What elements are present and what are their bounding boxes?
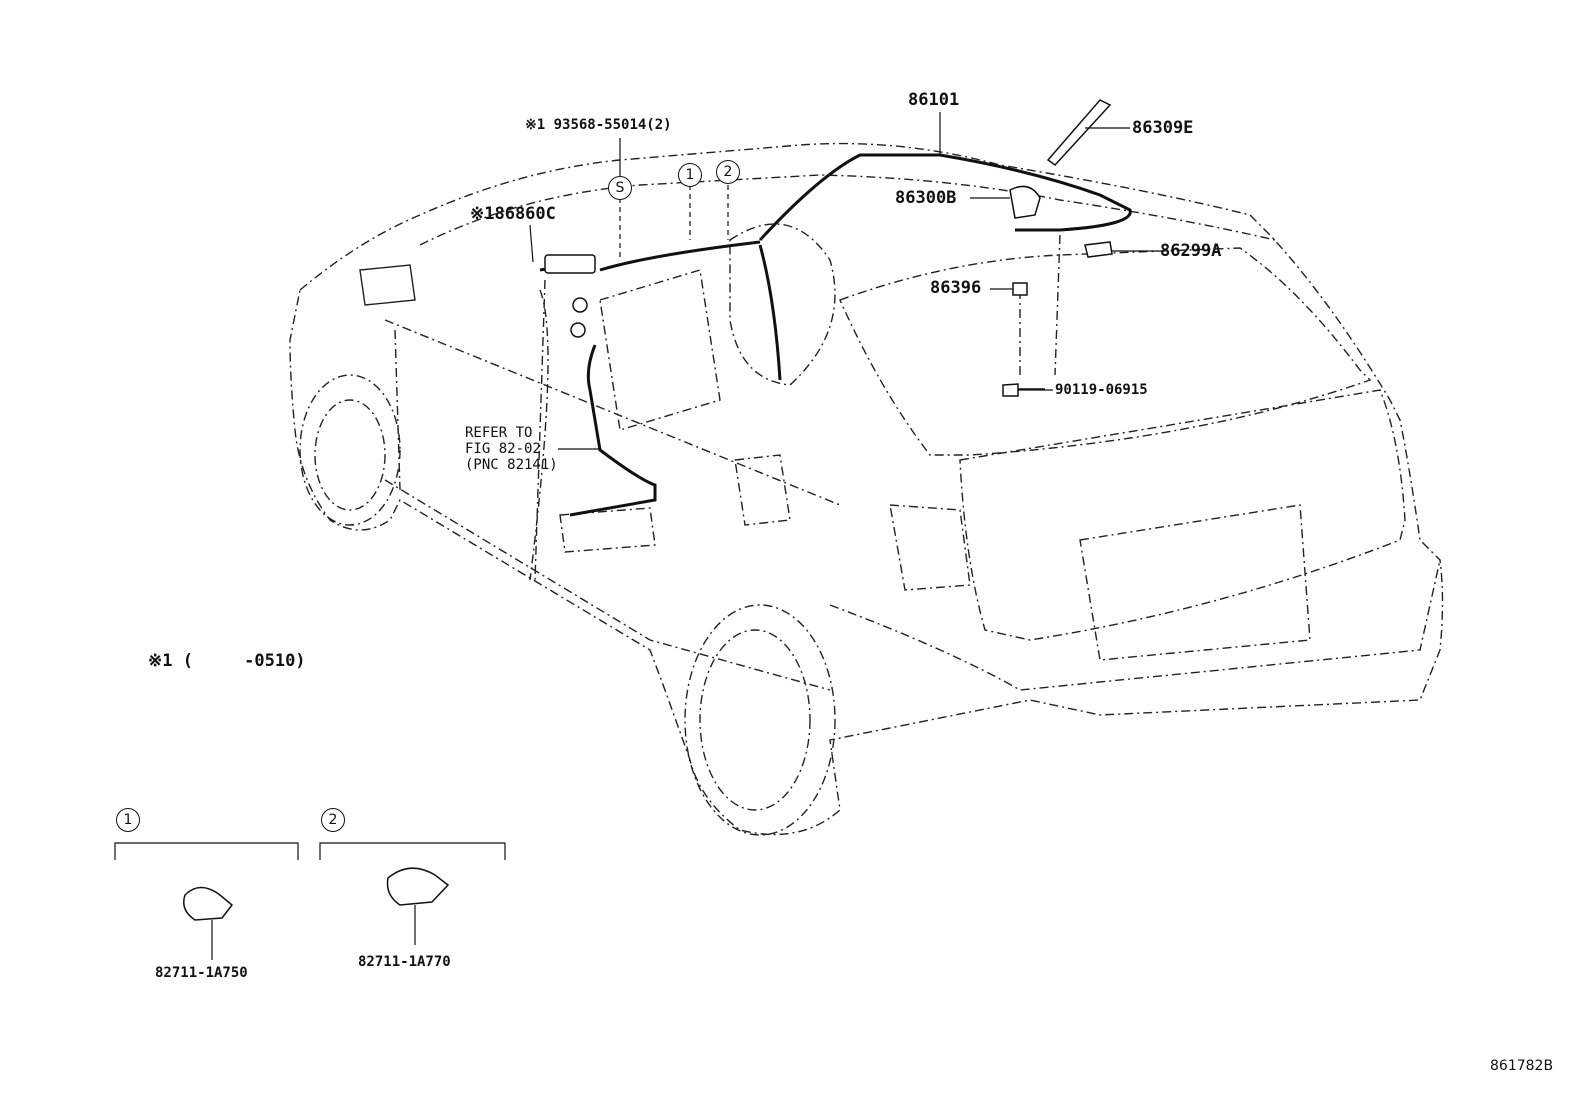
bolt-shape (1002, 383, 1045, 397)
pillar-cable (758, 244, 782, 381)
detail-box-2-label: 2 (321, 808, 345, 832)
screw-marker: S (608, 176, 632, 200)
console-box (559, 507, 656, 553)
amplifier-box (544, 254, 596, 274)
callout-86299A: 86299A (1160, 241, 1222, 261)
callout-82711-1A750: 82711-1A750 (155, 965, 248, 981)
seat-outline (599, 269, 721, 431)
footnote: ※1 ( -0510) (148, 651, 306, 671)
car-body-outline (289, 142, 1444, 836)
floor-cable (569, 344, 657, 517)
location-marker-2: 2 (716, 160, 740, 184)
rear-window (839, 247, 1372, 456)
callout-86101: 86101 (908, 90, 960, 110)
front-wheel (299, 374, 401, 526)
connector-b (570, 322, 586, 338)
antenna-nut-shape (1012, 282, 1028, 296)
tail-light (889, 504, 971, 591)
belt-line (384, 319, 841, 506)
rear-wheel-hub (699, 629, 811, 811)
tailgate (959, 389, 1406, 641)
antenna-rod-shape (1046, 99, 1112, 166)
rear-wheel (684, 604, 836, 836)
callout-86860C: ※186860C (470, 204, 556, 224)
clamp-1-shape (183, 886, 234, 921)
vent (734, 454, 791, 526)
door-line-front (394, 329, 401, 491)
bumper (829, 559, 1441, 691)
steering-wheel (729, 223, 836, 386)
detail-box-2 (319, 842, 506, 860)
leader-86860C (529, 224, 534, 263)
bolt-leader (1019, 234, 1061, 376)
location-marker-1: 1 (678, 163, 702, 187)
antenna-pad-shape (1084, 241, 1113, 258)
refer-note-line3: (PNC 82141) (465, 457, 558, 473)
antenna-cable (758, 153, 1132, 242)
connector-a (572, 297, 588, 313)
clamp-2-shape (386, 867, 450, 906)
callout-screw: ※1 93568-55014(2) (525, 117, 672, 133)
callout-90119-06915: 90119-06915 (1055, 382, 1148, 398)
detail-box-1 (114, 842, 299, 860)
side-mirror (359, 264, 416, 306)
callout-86300B: 86300B (895, 188, 957, 208)
front-wheel-hub (314, 399, 386, 511)
door-line-rear (534, 279, 546, 581)
license-plate-recess (1079, 504, 1311, 661)
roof-line (419, 174, 1276, 246)
callout-82711-1A770: 82711-1A770 (358, 954, 451, 970)
callout-86309E: 86309E (1132, 118, 1194, 138)
antenna-base-shape (1009, 185, 1041, 219)
b-pillar (529, 289, 549, 581)
illustration-id: 861782B (1490, 1058, 1554, 1074)
side-sill (384, 479, 831, 691)
front-cable (599, 240, 761, 272)
refer-note-line2: FIG 82-02 (465, 441, 541, 457)
callout-86396: 86396 (930, 278, 982, 298)
detail-box-1-label: 1 (116, 808, 140, 832)
refer-note-line1: REFER TO (465, 425, 533, 441)
